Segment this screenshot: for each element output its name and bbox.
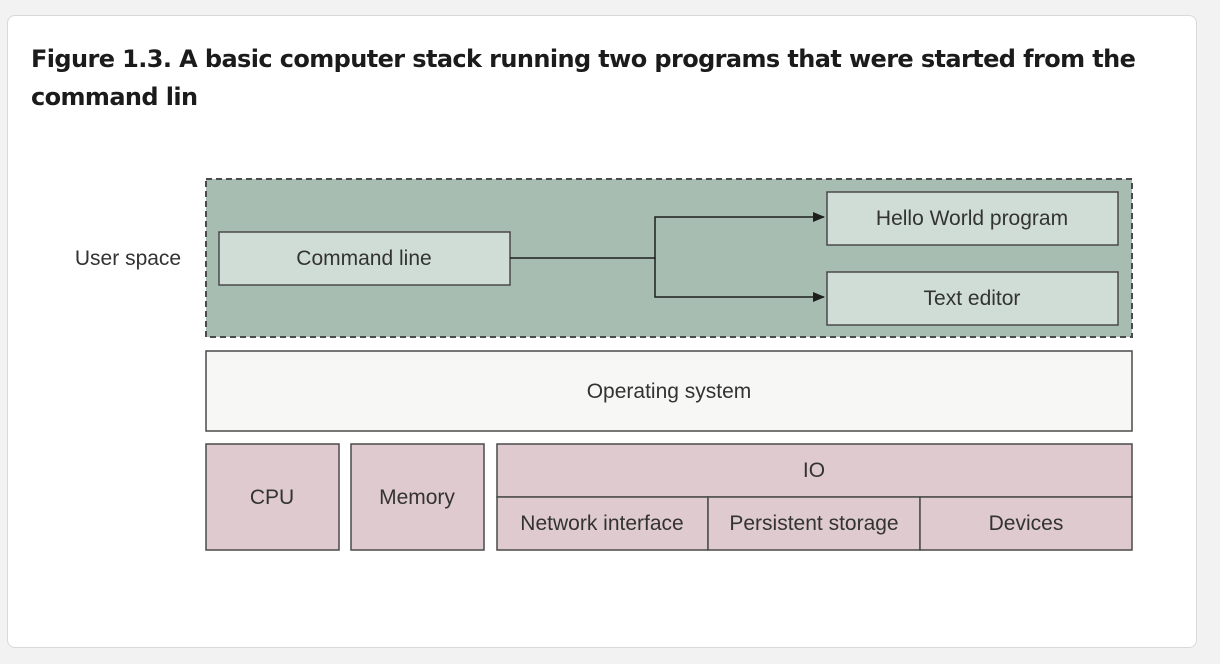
devices-box — [919, 496, 1133, 551]
io-box — [496, 443, 1133, 498]
persistent-storage-label: Persistent storage — [729, 512, 898, 535]
text-editor-box — [826, 271, 1119, 326]
memory-box — [350, 443, 485, 551]
arrow-to-hello-world — [510, 212, 825, 259]
cpu-box — [205, 443, 340, 551]
network-interface-label: Network interface — [520, 512, 683, 535]
command-line-label: Command line — [296, 247, 431, 270]
text-editor-label: Text editor — [924, 287, 1021, 310]
devices-label: Devices — [989, 512, 1064, 535]
cpu-label: CPU — [250, 486, 294, 509]
operating-system-label: Operating system — [587, 380, 752, 403]
memory-label: Memory — [379, 486, 455, 509]
persistent-storage-box — [707, 496, 921, 551]
figure-caption: Figure 1.3. A basic computer stack runni… — [31, 45, 1136, 111]
hello-world-program-box — [826, 191, 1119, 246]
hello-world-program-label: Hello World program — [876, 207, 1068, 230]
network-interface-box — [496, 496, 709, 551]
arrow-to-text-editor — [654, 258, 825, 302]
user-space-label: User space — [75, 247, 181, 270]
operating-system-box — [205, 350, 1133, 432]
io-label: IO — [803, 459, 825, 482]
